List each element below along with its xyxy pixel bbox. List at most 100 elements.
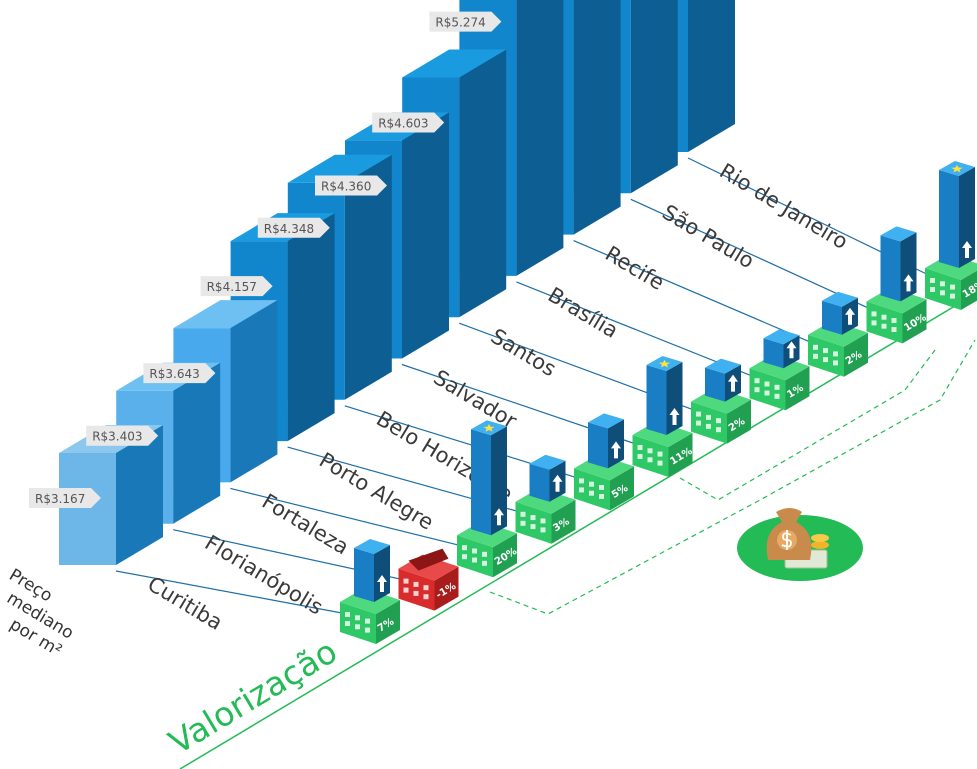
city-label: São Paulo xyxy=(658,200,758,273)
bar-side xyxy=(688,0,735,152)
house-window xyxy=(365,618,370,624)
house-window xyxy=(355,615,360,621)
house-window xyxy=(647,457,653,463)
bar-side xyxy=(344,154,392,400)
star-icon xyxy=(483,424,495,432)
growth-tower xyxy=(646,365,667,435)
price-value: R$5.274 xyxy=(435,16,485,30)
house-window xyxy=(413,590,419,596)
house-wall-side xyxy=(434,566,459,611)
price-value: R$3.403 xyxy=(92,430,142,444)
house-window xyxy=(706,414,711,420)
house-window xyxy=(540,527,546,533)
dashed-connector xyxy=(489,339,976,615)
city-label: Santos xyxy=(487,324,561,381)
house-window xyxy=(930,287,935,292)
dollar-sign-icon xyxy=(781,530,792,550)
city-label: Florianópolis xyxy=(201,530,327,619)
city-label: Recife xyxy=(601,241,668,295)
house-window xyxy=(696,411,701,417)
growth-tower-top xyxy=(705,358,741,374)
price-value: R$3.167 xyxy=(35,492,85,506)
house-window xyxy=(520,511,526,517)
bar-front xyxy=(59,453,116,565)
house-window xyxy=(823,348,828,354)
house-window xyxy=(579,478,584,484)
house-window xyxy=(403,578,409,584)
guide-line xyxy=(115,570,359,617)
house-window xyxy=(891,327,897,332)
house-window xyxy=(345,612,350,617)
growth-tower-top xyxy=(354,539,390,554)
house-window xyxy=(833,360,838,366)
house-icon: 7% xyxy=(340,539,400,644)
price-tag-shape xyxy=(200,276,273,297)
house-window xyxy=(482,560,487,566)
money-bag-icon xyxy=(737,508,863,581)
growth-tower-top xyxy=(822,291,858,307)
price-tag-shape xyxy=(86,425,159,446)
bar-top xyxy=(287,154,392,183)
house-window xyxy=(891,318,897,323)
growth-tower-top xyxy=(763,329,800,345)
growth-tower-top xyxy=(880,226,917,242)
price-label: R$3.643 xyxy=(143,363,216,384)
house-window xyxy=(530,515,536,521)
growth-tower xyxy=(880,235,901,302)
house-window xyxy=(754,387,760,393)
house-icon: 1% xyxy=(749,329,810,411)
bar-side xyxy=(116,425,163,565)
arrow-up-icon xyxy=(611,441,621,459)
house-window xyxy=(940,290,945,296)
growth-tower-side xyxy=(374,545,390,602)
price-tag-shape xyxy=(143,363,216,384)
money-coins xyxy=(811,541,829,549)
city-label: Brasília xyxy=(544,283,623,343)
bar-side xyxy=(402,112,449,359)
house-window xyxy=(423,585,429,591)
house-window xyxy=(764,390,770,396)
house-window xyxy=(647,448,653,454)
price-value: R$4.603 xyxy=(378,117,428,131)
bar-side xyxy=(287,213,335,442)
house-wall-side xyxy=(785,366,810,411)
price-tag-shape xyxy=(29,488,101,508)
arrow-up-icon xyxy=(494,508,504,526)
price-label: R$3.403 xyxy=(86,425,159,446)
house-icon: 3% xyxy=(515,454,576,544)
bar-top xyxy=(402,49,507,78)
house-wall-side xyxy=(961,270,977,310)
house-window xyxy=(764,381,770,387)
house-icon: 2% xyxy=(808,291,868,377)
house-window xyxy=(774,393,780,399)
house-window xyxy=(403,587,409,593)
city-label: Porto Alegre xyxy=(315,448,438,535)
growth-tower-top xyxy=(588,413,624,429)
guide-lines xyxy=(115,157,976,769)
price-label: R$4.157 xyxy=(200,276,273,297)
house-icon: 2% xyxy=(691,358,751,444)
price-value: R$4.157 xyxy=(207,280,257,294)
house-window xyxy=(774,384,780,390)
house-wall-side xyxy=(727,399,751,444)
growth-tower xyxy=(822,300,842,335)
valorization-houses: 7%-1%20%3%5%11%2%1%2%10%18% xyxy=(340,161,977,644)
valorization-axis-line xyxy=(179,299,966,769)
house-window xyxy=(637,454,643,459)
house-window xyxy=(833,351,838,357)
growth-tower-side xyxy=(900,232,917,302)
price-label: R$3.167 xyxy=(29,488,101,508)
house-window xyxy=(871,320,877,326)
house-window xyxy=(940,281,945,287)
bar-side xyxy=(459,49,507,318)
house-window xyxy=(365,627,370,633)
house-window xyxy=(355,624,360,630)
growth-tower xyxy=(763,338,784,369)
growth-tower xyxy=(529,463,550,502)
house-window xyxy=(716,418,721,424)
house-wall-side xyxy=(902,299,927,344)
bar-side xyxy=(573,0,621,235)
arrow-up-icon xyxy=(552,474,563,492)
growth-tower xyxy=(588,422,608,469)
